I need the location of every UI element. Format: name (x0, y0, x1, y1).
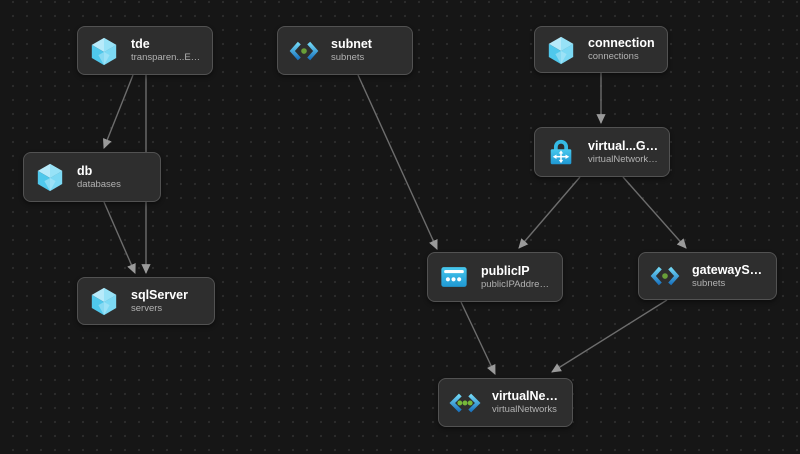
node-title: gatewaySubnet (692, 262, 766, 277)
node-title: connection (588, 36, 655, 50)
node-text: virtual...GatewayvirtualNetworkGateways (588, 139, 659, 166)
edge-db-to-sqlServer (103, 201, 136, 274)
node-subtitle: virtualNetworkGateways (588, 153, 659, 165)
node-title: subnet (331, 37, 372, 51)
node-title: db (77, 163, 93, 178)
subnet-icon (288, 35, 320, 67)
node-subtitle: subnets (331, 52, 365, 63)
edge-publicIP-to-virtualNetwork (460, 301, 496, 375)
publicip-icon (438, 261, 470, 293)
node-text: gatewaySubnetsubnets (692, 263, 766, 290)
node-gatewaySubnet[interactable]: gatewaySubnetsubnets (638, 252, 777, 300)
edge-virtualNetworkGateway-to-publicIP (518, 176, 581, 249)
node-subtitle: transparen...Encryption (131, 52, 202, 63)
cube-icon (88, 285, 120, 317)
node-title: sqlServer (131, 287, 188, 302)
node-title: virtualNetwork (492, 389, 562, 403)
node-subtitle: servers (131, 302, 163, 314)
edge-virtualNetworkGateway-to-gatewaySubnet (622, 176, 687, 249)
edge-subnet-to-publicIP (357, 74, 438, 250)
node-subtitle: databases (77, 178, 121, 190)
cube-icon (34, 161, 66, 193)
node-virtualNetwork[interactable]: virtualNetworkvirtualNetworks (438, 378, 573, 427)
node-title: virtual...Gateway (588, 138, 659, 153)
cube-icon (88, 35, 120, 67)
cube-icon (545, 34, 577, 66)
node-virtualNetworkGateway[interactable]: virtual...GatewayvirtualNetworkGateways (534, 127, 670, 177)
edge-gatewaySubnet-to-virtualNetwork (551, 299, 668, 373)
node-title: publicIP (481, 263, 530, 278)
node-text: virtualNetworkvirtualNetworks (492, 389, 562, 416)
node-subtitle: subnets (692, 277, 726, 289)
node-subtitle: connections (588, 51, 639, 62)
vnet-icon (449, 387, 481, 419)
edge-tde-to-db (103, 74, 134, 149)
node-subtitle: publicIPAddresses (481, 278, 552, 290)
node-title: tde (131, 37, 150, 51)
subnet-icon (649, 260, 681, 292)
gateway-lock-icon (545, 136, 577, 168)
node-subtitle: virtualNetworks (492, 404, 557, 415)
